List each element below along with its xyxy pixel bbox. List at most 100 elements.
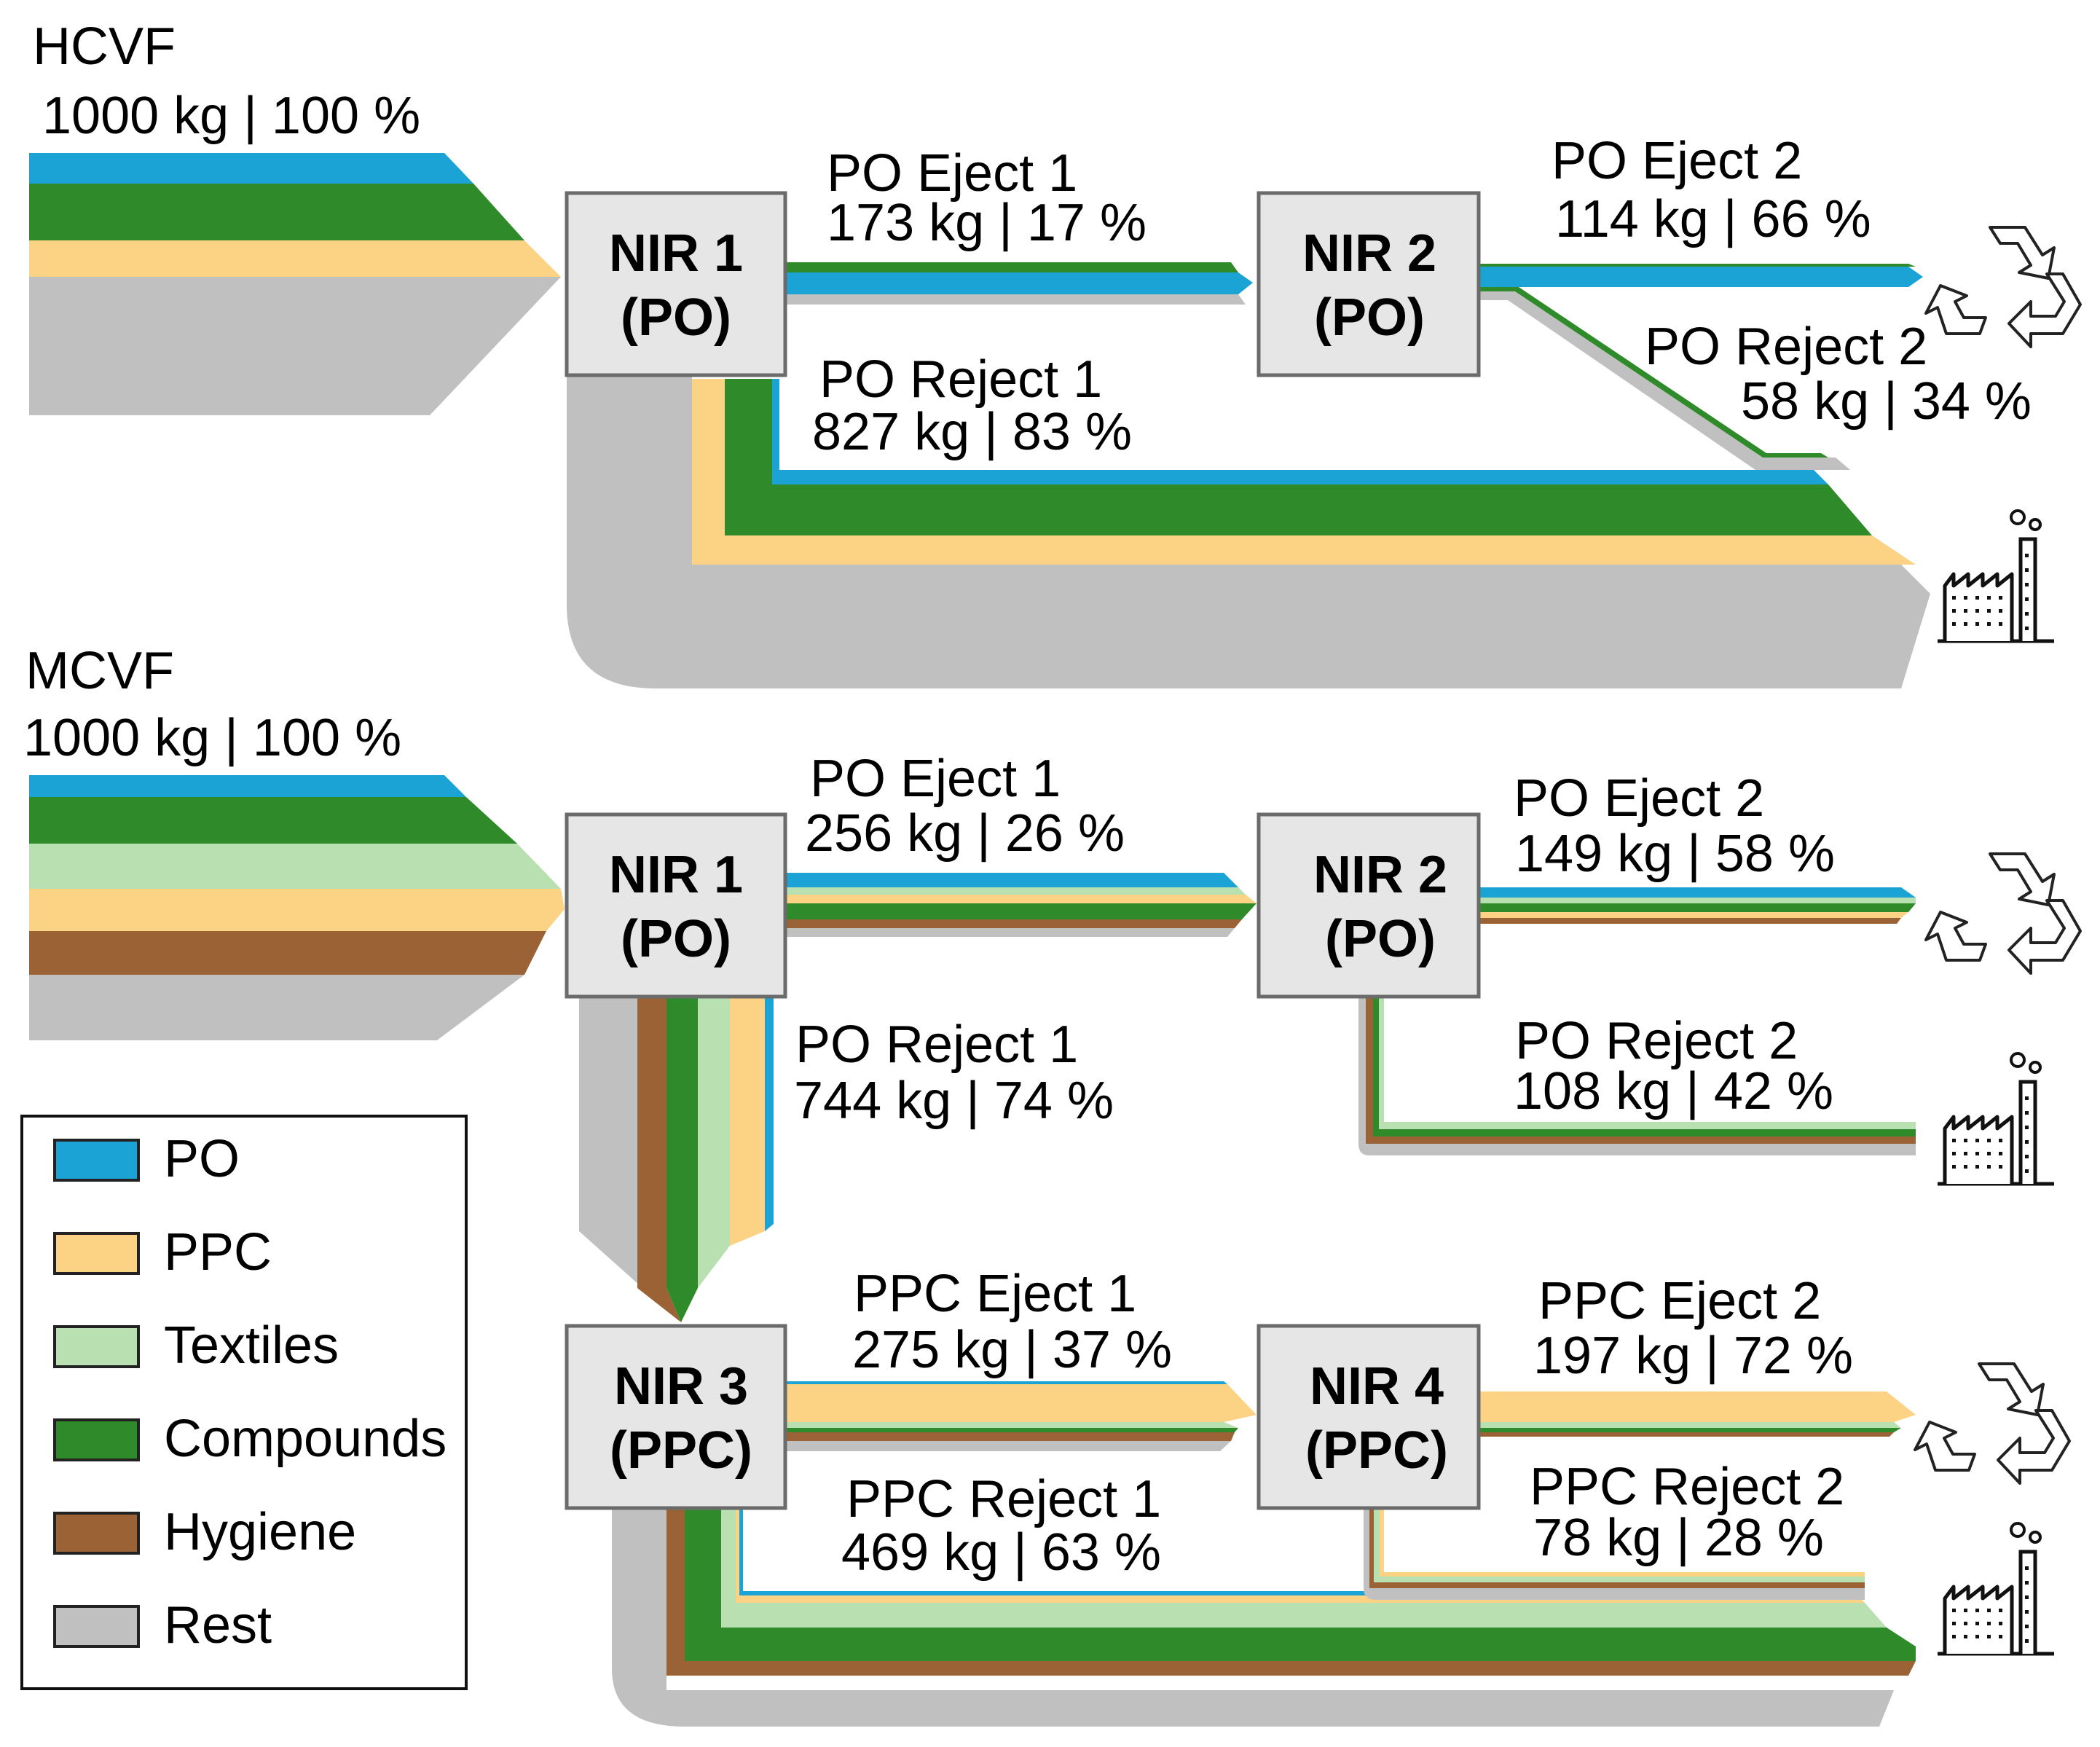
hcvf-input-compounds — [29, 184, 524, 240]
hcvf-input-rest — [29, 277, 561, 415]
mcvf-ppc-reject2-name: PPC Reject 2 — [1530, 1458, 1844, 1516]
mcvf-po-reject2-value: 108 kg | 42 % — [1514, 1062, 1833, 1120]
legend-swatch-rest — [53, 1605, 140, 1648]
mcvf-ppc-eject1-compounds — [787, 1428, 1238, 1432]
mcvf-nir4-target: (PPC) — [1305, 1421, 1448, 1480]
hcvf-reject2-rest — [1479, 291, 1850, 470]
mcvf-ppc-eject2-name: PPC Eject 2 — [1538, 1272, 1821, 1330]
hcvf-input-po — [29, 153, 473, 184]
mcvf-reject1-hygiene — [637, 998, 681, 1322]
mcvf-nir2-target: (PO) — [1325, 910, 1436, 968]
mcvf-ppc-eject1-rest — [787, 1441, 1231, 1451]
mcvf-ppc-eject1-textiles — [787, 1422, 1238, 1428]
mcvf-eject1-po — [787, 873, 1238, 887]
hcvf-eject1-rest — [787, 294, 1246, 305]
hcvf-eject2-name: PO Eject 2 — [1552, 132, 1802, 190]
mcvf-reject1-ppc — [730, 998, 765, 1246]
mcvf-ppc-reject1-value: 469 kg | 63 % — [841, 1523, 1161, 1582]
mcvf-nir3-label: NIR 3 — [614, 1357, 748, 1416]
hcvf-reject2-name: PO Reject 2 — [1645, 318, 1927, 376]
mcvf-po-eject1-value: 256 kg | 26 % — [805, 804, 1125, 863]
mcvf-ppc-eject1-po — [787, 1381, 1227, 1384]
hcvf-flows — [29, 153, 1930, 688]
hcvf-eject1-name: PO Eject 1 — [827, 144, 1077, 203]
hcvf-reject1-name: PO Reject 1 — [819, 350, 1102, 409]
mcvf-eject2-po — [1479, 887, 1916, 898]
hcvf-eject1-compounds — [787, 262, 1238, 272]
legend-label-textiles: Textiles — [164, 1316, 339, 1375]
mcvf-nir4-label: NIR 4 — [1310, 1357, 1444, 1416]
mcvf-ppc-eject1-hygiene — [787, 1432, 1235, 1441]
hcvf-input-ppc — [29, 240, 561, 277]
hcvf-eject2-value: 114 kg | 66 % — [1555, 190, 1871, 248]
mcvf-input-po — [29, 775, 466, 797]
mcvf-eject1-hygiene — [787, 919, 1242, 928]
mcvf-ppc-reject1-name: PPC Reject 1 — [846, 1470, 1161, 1528]
mcvf-ppc-reject1-compounds — [685, 1508, 1916, 1661]
mcvf-nir3-box: NIR 3 (PPC) — [565, 1324, 787, 1510]
hcvf-title: HCVF — [33, 17, 176, 76]
recycle-icon — [1924, 226, 2082, 348]
mcvf-reject1-rest — [579, 998, 681, 1322]
mcvf-ppc-eject2-ppc — [1479, 1391, 1916, 1422]
mcvf-ppc-eject1-value: 275 kg | 37 % — [852, 1321, 1172, 1379]
mcvf-eject1-rest — [787, 928, 1235, 937]
legend-label-po: PO — [164, 1130, 240, 1188]
mcvf-ppc-reject2-value: 78 kg | 28 % — [1533, 1509, 1824, 1567]
recycle-icon — [1914, 1362, 2071, 1485]
hcvf-reject1-po — [772, 379, 1828, 484]
mcvf-input-rest — [29, 975, 524, 1040]
mcvf-title: MCVF — [25, 642, 174, 700]
mcvf-nir1-label: NIR 1 — [609, 846, 743, 904]
legend-label-rest: Rest — [164, 1596, 272, 1654]
mcvf-nir3-target: (PPC) — [610, 1421, 752, 1480]
mcvf-input-textiles — [29, 844, 561, 889]
legend-swatch-po — [53, 1139, 140, 1182]
mcvf-eject1-compounds — [787, 903, 1257, 919]
mcvf-ppc-eject1-ppc — [787, 1384, 1257, 1422]
mcvf-eject1-ppc — [787, 895, 1257, 903]
legend-label-hygiene: Hygiene — [164, 1503, 356, 1561]
factory-icon — [1938, 511, 2054, 641]
mcvf-input-compounds — [29, 797, 517, 844]
mcvf-ppc-eject2-value: 197 kg | 72 % — [1533, 1327, 1853, 1385]
mcvf-ppc-reject2-rest — [1364, 1508, 1865, 1600]
hcvf-nir2-label: NIR 2 — [1302, 224, 1436, 283]
hcvf-nir2-target: (PO) — [1314, 288, 1425, 347]
hcvf-eject2-compounds — [1479, 264, 1916, 267]
hcvf-reject1-value: 827 kg | 83 % — [812, 403, 1132, 461]
legend-swatch-compounds — [53, 1418, 140, 1461]
mcvf-reject1-compounds — [666, 998, 698, 1322]
hcvf-eject1-po — [787, 272, 1253, 294]
mcvf-nir2-box: NIR 2 (PO) — [1257, 812, 1481, 999]
hcvf-reject2-value: 58 kg | 34 % — [1741, 372, 2032, 431]
hcvf-nir1-box: NIR 1 (PO) — [565, 191, 787, 377]
mcvf-eject2-ppc — [1479, 912, 1908, 918]
mcvf-po-eject1-name: PO Eject 1 — [810, 750, 1061, 808]
mcvf-ppc-eject2-textiles — [1479, 1422, 1901, 1428]
mcvf-eject1-textiles — [787, 887, 1246, 895]
mcvf-nir1-target: (PO) — [621, 910, 731, 968]
legend-swatch-hygiene — [53, 1512, 140, 1555]
mcvf-ppc-reject1-rest — [612, 1508, 1894, 1727]
mcvf-reject1-po — [765, 998, 774, 1231]
mcvf-ppc-reject1-textiles — [721, 1508, 1887, 1628]
legend-swatch-ppc — [53, 1232, 140, 1275]
mcvf-po-reject2-name: PO Reject 2 — [1515, 1012, 1798, 1070]
recycle-icon — [1924, 852, 2082, 975]
mcvf-ppc-eject2-compounds — [1479, 1428, 1901, 1432]
mcvf-po-reject1-value: 744 kg | 74 % — [794, 1072, 1114, 1130]
factory-icon — [1938, 1523, 2054, 1654]
mcvf-po-eject2-name: PO Eject 2 — [1514, 769, 1764, 828]
legend-swatch-textiles — [53, 1325, 140, 1368]
mcvf-input-value: 1000 kg | 100 % — [23, 709, 401, 767]
factory-icon — [1938, 1053, 2054, 1184]
hcvf-nir1-target: (PO) — [621, 288, 731, 347]
legend-label-compounds: Compounds — [164, 1410, 447, 1468]
mcvf-input-ppc — [29, 889, 565, 931]
hcvf-reject1-compounds — [725, 379, 1872, 535]
mcvf-eject2-compounds — [1479, 903, 1916, 912]
mcvf-nir2-label: NIR 2 — [1313, 846, 1447, 904]
